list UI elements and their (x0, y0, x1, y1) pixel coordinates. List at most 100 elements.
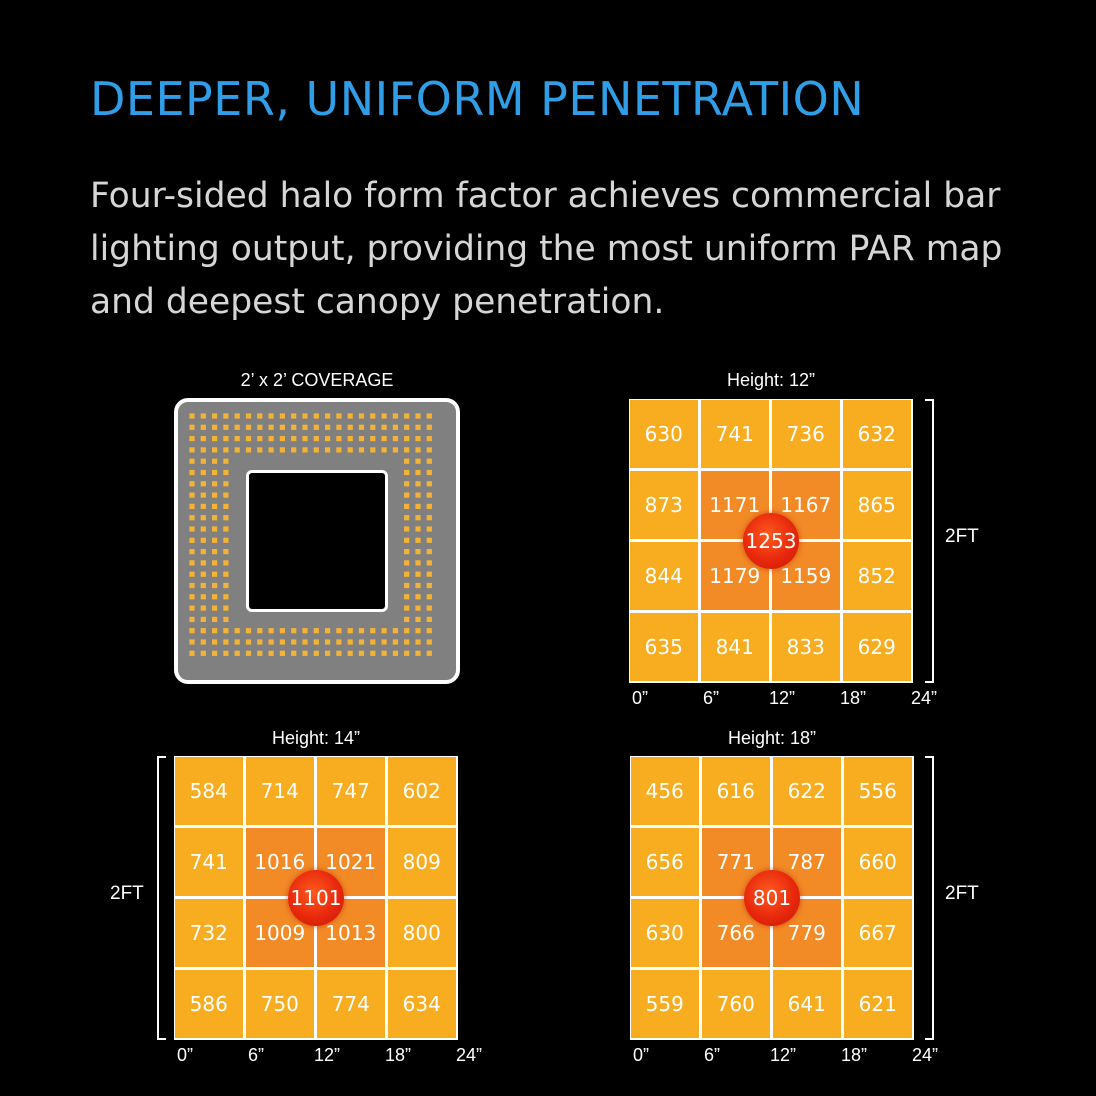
led-dot (426, 413, 432, 419)
led-dot (223, 549, 229, 555)
led-dot (404, 582, 410, 589)
x-tick-label: 24” (455, 1045, 482, 1065)
led-dot (415, 436, 421, 442)
led-dot (426, 605, 432, 611)
led-dot (223, 413, 229, 419)
led-dot (404, 549, 410, 555)
x-tick-label: 6” (703, 1045, 720, 1065)
led-dot (404, 628, 410, 634)
led-dot (234, 650, 240, 656)
led-dot (347, 424, 353, 430)
led-dot (415, 594, 421, 600)
led-dot (200, 650, 206, 656)
led-dot (415, 413, 421, 419)
x-tick-label: 24” (910, 688, 937, 708)
led-dot (189, 447, 195, 453)
led-dot (325, 436, 331, 442)
par-cell: 602 (387, 756, 456, 825)
led-dot (200, 413, 206, 419)
led-dot (189, 436, 195, 442)
led-dot (381, 447, 387, 453)
led-dot (415, 582, 421, 589)
led-dot (212, 639, 218, 645)
x-tick-label: 6” (702, 688, 719, 708)
par-cell: 635 (629, 612, 698, 681)
led-dot (212, 650, 218, 656)
par-cell: 841 (700, 612, 769, 681)
led-dot (347, 639, 353, 645)
x-tick-label: 12” (768, 688, 795, 708)
led-dot (347, 650, 353, 656)
led-dot (392, 436, 398, 442)
led-dot (426, 560, 432, 566)
par-cell: 809 (387, 827, 456, 896)
led-dot (223, 492, 229, 498)
par-cell: 630 (630, 898, 699, 967)
led-dot (358, 447, 365, 453)
led-dot (404, 413, 410, 419)
par-cell: 660 (843, 827, 912, 896)
led-dot (370, 413, 376, 419)
led-dot (426, 628, 432, 634)
led-dot (313, 628, 319, 634)
led-dot (189, 424, 195, 430)
led-dot (257, 436, 263, 442)
led-dot (404, 515, 410, 521)
led-dot (392, 424, 398, 430)
led-dot (257, 650, 263, 656)
led-dot (223, 616, 229, 622)
led-dot (234, 628, 240, 634)
led-dot (302, 447, 308, 453)
led-dot (200, 469, 206, 476)
led-dot (279, 413, 285, 419)
led-dot (279, 436, 285, 442)
led-dot (358, 628, 365, 634)
led-dot (426, 424, 432, 430)
par-cell: 747 (316, 756, 385, 825)
led-dot (415, 571, 421, 577)
x-tick-label: 0” (632, 1045, 649, 1065)
led-dot (279, 639, 285, 645)
led-dot (336, 413, 342, 419)
led-dot (370, 650, 376, 656)
led-dot (404, 503, 410, 509)
led-dot (245, 639, 252, 645)
led-dot (404, 481, 410, 487)
led-dot (370, 639, 376, 645)
led-dot (336, 628, 342, 634)
led-dot (358, 413, 365, 419)
led-dot (336, 436, 342, 442)
led-dot (426, 549, 432, 555)
par-cell: 1167 (771, 470, 840, 539)
led-dot (370, 424, 376, 430)
led-dot (212, 582, 218, 589)
led-dot (189, 639, 195, 645)
par-cell: 865 (842, 470, 911, 539)
led-dot (268, 447, 274, 453)
par-cell: 586 (174, 969, 243, 1038)
led-dot (336, 424, 342, 430)
led-dot (189, 650, 195, 656)
par-cell: 641 (772, 969, 841, 1038)
led-dot (223, 639, 229, 645)
led-dot (325, 650, 331, 656)
led-dot (212, 492, 218, 498)
led-dot (404, 605, 410, 611)
led-dot (336, 447, 342, 453)
led-dot (223, 571, 229, 577)
led-dot (415, 458, 421, 464)
led-dot (257, 424, 263, 430)
led-dot (426, 594, 432, 600)
led-dot (200, 458, 206, 464)
led-dot (212, 436, 218, 442)
led-dot (212, 515, 218, 521)
led-dot (426, 526, 432, 532)
par-cell: 852 (842, 541, 911, 610)
led-dot (392, 650, 398, 656)
led-dot (189, 413, 195, 419)
par-cell: 741 (700, 399, 769, 468)
led-dot (189, 582, 195, 589)
led-dot (200, 594, 206, 600)
